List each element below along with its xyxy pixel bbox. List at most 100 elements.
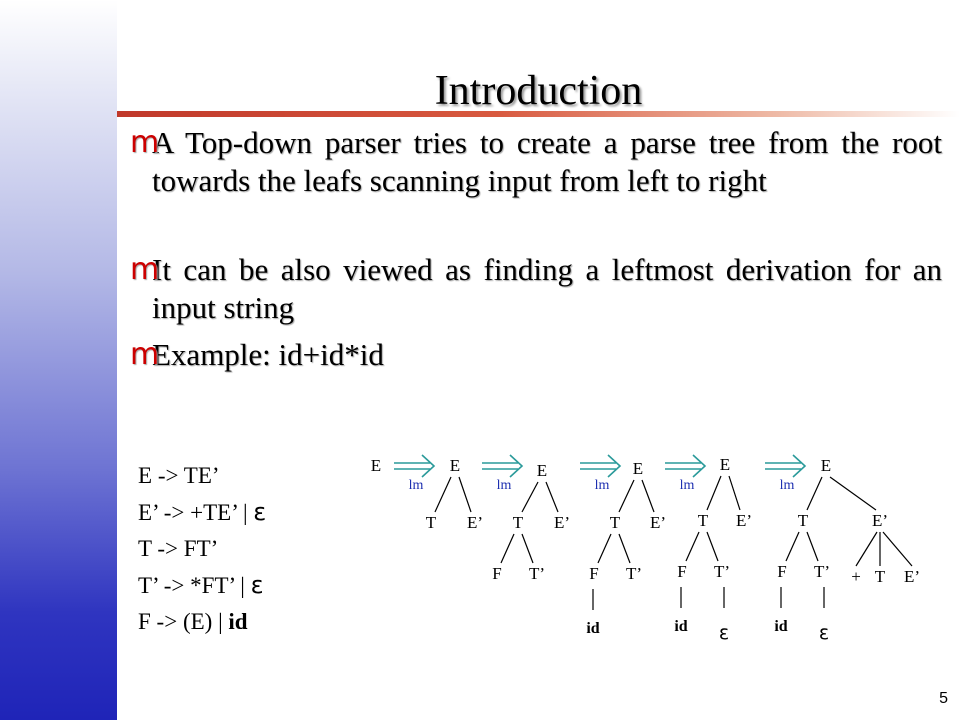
rule-lhs: E’ [138, 500, 159, 525]
bullet-marker-icon: m [130, 337, 160, 372]
step-label-lm: lm [595, 478, 610, 493]
title-underline [117, 111, 960, 117]
rule-rhs: (E) [182, 609, 213, 634]
tree-node: F [677, 562, 686, 581]
tree-edge [500, 533, 515, 564]
tree-leaf: ε [719, 622, 729, 644]
rule-rhs: *FT’ [190, 573, 235, 598]
rule-arrow: -> [163, 573, 185, 598]
tree-edge [706, 475, 722, 511]
tree-node: F [777, 562, 786, 581]
tree-node: T’ [626, 564, 642, 583]
bullet-item: m It can be also viewed as finding a lef… [130, 251, 942, 327]
tree-node: E [371, 456, 381, 475]
rule-rhs: FT’ [183, 536, 219, 561]
tree-edge [785, 531, 800, 562]
tree-node: E [720, 455, 730, 474]
page-number: 5 [939, 690, 948, 707]
tree-node: + [851, 567, 861, 586]
tree-node: E’ [736, 511, 752, 530]
tree-node: E [537, 461, 547, 480]
tree-edge [458, 476, 472, 513]
sidebar-gradient [0, 0, 117, 720]
grammar-rule: T’ -> *FT’ | ε [138, 571, 264, 599]
rule-lhs: E [138, 463, 153, 488]
tree-edge [806, 476, 823, 511]
tree-leaf: id [674, 618, 687, 635]
bullet-item: m Example: id+id*id [130, 336, 942, 374]
step-label-lm: lm [680, 478, 695, 493]
tree-leaf: ε [819, 622, 829, 644]
tree-edge [855, 531, 878, 567]
grammar-rule: F -> (E) | id [138, 609, 248, 634]
tree-node: T [698, 511, 709, 530]
rule-rhs: TE’ [183, 463, 220, 488]
rule-lhs: T [138, 536, 152, 561]
tree-leaf: id [586, 620, 599, 637]
tree-edge [434, 476, 452, 513]
bullet-marker-icon: m [130, 252, 160, 287]
grammar-rule: E -> TE’ [138, 458, 266, 494]
derivation-arrow [692, 454, 707, 478]
step-label-lm: lm [409, 478, 424, 493]
rule-rhs: +TE’ [190, 500, 238, 525]
step-label-lm: lm [780, 478, 795, 493]
derivation-arrow [607, 454, 622, 478]
tree-node: E’ [650, 513, 666, 532]
bullet-item: m A Top-down parser tries to create a pa… [130, 124, 942, 200]
grammar-rule: E’ -> +TE’ | ε [138, 498, 267, 526]
rule-lhs: T’ [138, 573, 159, 598]
bullet-text: Example: id+id*id [152, 337, 384, 372]
tree-node: T [513, 513, 524, 532]
tree-node: T [610, 513, 621, 532]
tree-node: T [875, 567, 886, 586]
tree-node: E [633, 459, 643, 478]
tree-edge [882, 531, 913, 567]
tree-edge [521, 481, 539, 513]
tree-node: E’ [467, 513, 483, 532]
rule-lhs: F [138, 609, 151, 634]
tree-node: T’ [714, 562, 730, 581]
bullet-text: It can be also viewed as finding a leftm… [152, 252, 942, 325]
tree-edge [685, 531, 700, 562]
derivation-arrow [421, 454, 436, 478]
bullet-marker-icon: m [130, 125, 160, 160]
slide-title: Introduction [434, 68, 643, 114]
tree-edge [545, 481, 559, 513]
tree-edge [641, 479, 655, 513]
tree-node: E’ [872, 511, 888, 530]
tree-node: E [450, 456, 460, 475]
step-label-lm: lm [497, 478, 512, 493]
tree-node: E [821, 456, 831, 475]
rule-alt-epsilon: ε [253, 498, 267, 526]
rule-arrow: -> [163, 500, 185, 525]
grammar-rule: T -> FT’ [138, 531, 266, 567]
rule-arrow: -> [156, 609, 178, 634]
tree-node: E’ [904, 567, 920, 586]
rule-arrow: -> [157, 536, 179, 561]
tree-edge [521, 533, 534, 564]
tree-node: E’ [554, 513, 570, 532]
tree-leaf: id [774, 618, 787, 635]
tree-node: F [492, 564, 501, 583]
tree-node: T’ [814, 562, 830, 581]
tree-edge [618, 479, 635, 513]
rule-alt-id: id [228, 609, 248, 634]
tree-edge [618, 533, 631, 564]
derivation-arrow [792, 454, 807, 478]
tree-edge [806, 531, 819, 562]
tree-node: T [426, 513, 437, 532]
tree-edge [728, 475, 741, 511]
rule-alt-epsilon: ε [250, 571, 264, 599]
tree-edge [829, 476, 877, 511]
tree-node: F [589, 564, 598, 583]
tree-node: T [798, 511, 809, 530]
rule-arrow: -> [157, 463, 179, 488]
derivation-arrow [509, 454, 524, 478]
tree-node: T’ [529, 564, 545, 583]
tree-edge [706, 531, 719, 562]
bullet-text: A Top-down parser tries to create a pars… [152, 125, 942, 198]
tree-edge [597, 533, 612, 564]
grammar-rules: E -> TE’ E’ -> +TE’ | ε T -> FT’ T’ -> *… [138, 458, 266, 640]
